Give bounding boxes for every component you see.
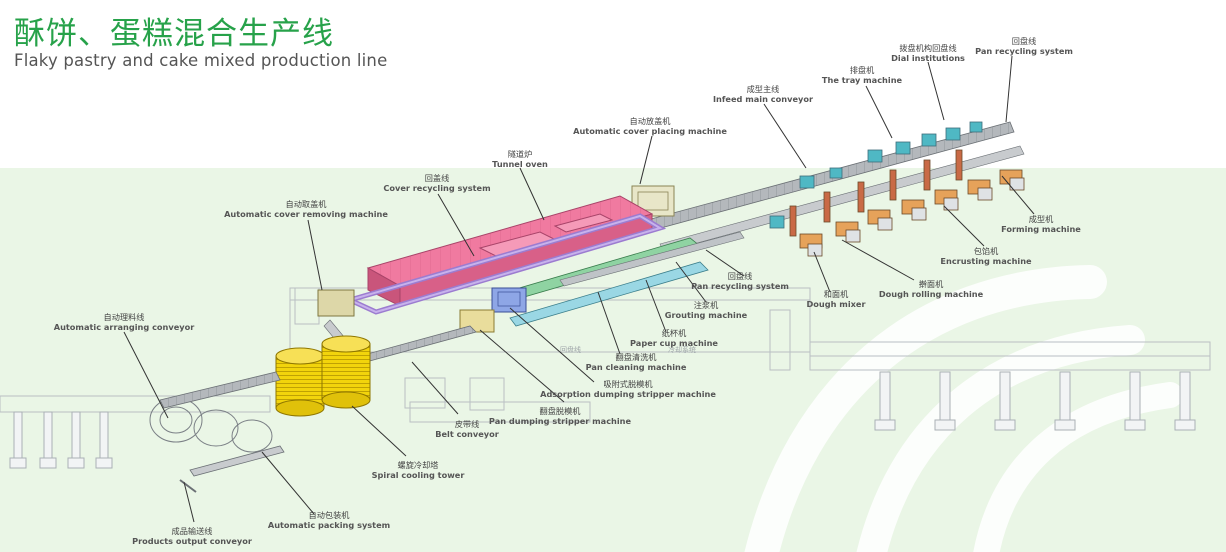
products-output-conveyor	[179, 479, 197, 493]
packing-system	[159, 371, 285, 477]
hanging-units-right	[874, 371, 1196, 431]
hanging-units-left	[9, 411, 113, 469]
page-title-zh: 酥饼、蛋糕混合生产线	[14, 16, 334, 52]
leader-lines	[123, 55, 1035, 523]
tray-machine-modules	[769, 121, 983, 229]
forming-machines	[789, 149, 1025, 257]
tunnel-oven	[366, 195, 654, 307]
pan-recycling-mid	[559, 231, 745, 287]
page-title-en: Flaky pastry and cake mixed production l…	[14, 51, 388, 70]
signage-b: 冷却系统	[668, 345, 696, 354]
infeed-main-conveyor	[639, 121, 1025, 253]
spiral-cooling-tower	[275, 335, 371, 417]
cover-removing-machine	[317, 289, 355, 317]
adsorption-stripper	[491, 287, 527, 313]
decorative-arc-watermark	[744, 265, 1183, 552]
cover-recycling-inner	[347, 214, 663, 314]
signage-a: 回盘线	[560, 345, 581, 354]
machine-signage: 回盘线 冷却系统	[560, 345, 696, 354]
